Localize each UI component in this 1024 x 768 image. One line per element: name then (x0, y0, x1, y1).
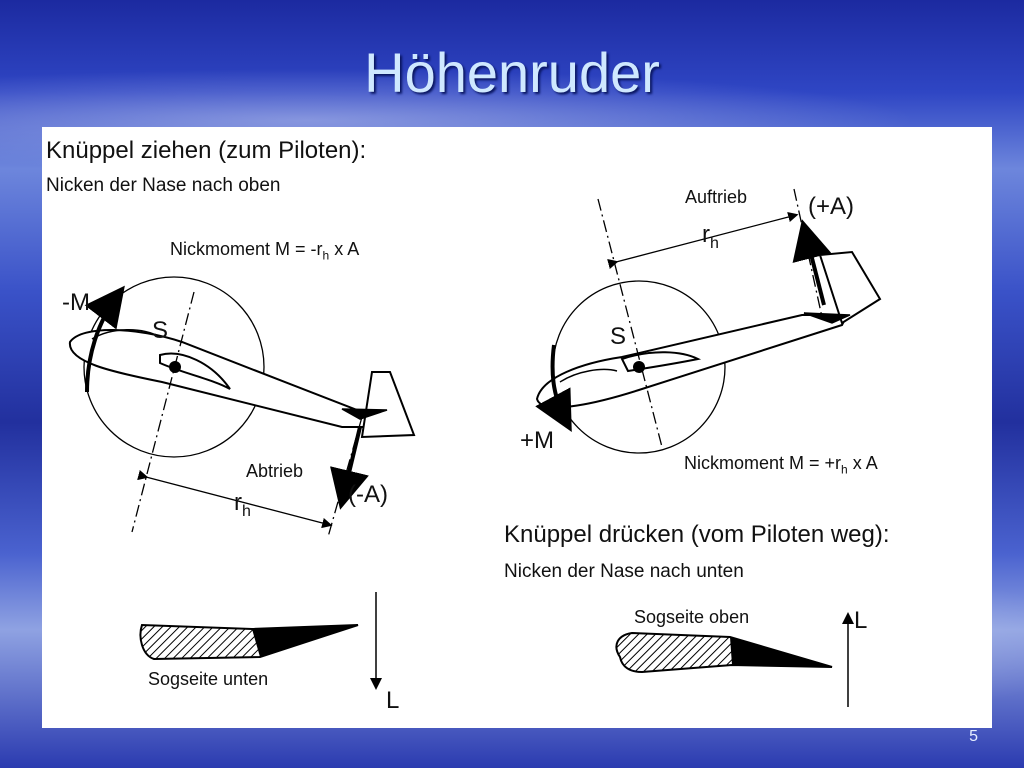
diagram-panel: Knüppel ziehen (zum Piloten): Nicken der… (42, 127, 992, 728)
left-force-arrow (330, 426, 369, 510)
right-moment-arrow (535, 344, 572, 433)
left-heading: Knüppel ziehen (zum Piloten): (46, 137, 367, 164)
right-moment-formula: Nickmoment M = +rh x A (684, 453, 878, 477)
left-moment-arrow (84, 285, 125, 393)
left-moment-formula: Nickmoment M = -rh x A (170, 239, 360, 263)
right-airfoil-label: Sogseite oben (634, 607, 750, 627)
right-heading: Knüppel drücken (vom Piloten weg): (504, 521, 890, 548)
right-tail-fin (818, 250, 882, 325)
left-subheading: Nicken der Nase nach oben (46, 175, 281, 196)
left-force-label: (-A) (348, 481, 388, 508)
left-airfoil (139, 592, 382, 690)
right-arm-line (607, 211, 799, 270)
left-force-name: Abtrieb (246, 461, 304, 481)
left-moment-label: -M (62, 289, 90, 316)
left-pitch-circle (83, 276, 265, 458)
left-cg-label: S (152, 317, 169, 344)
left-glider (68, 276, 416, 538)
right-arm-label: rh (702, 221, 719, 252)
right-force-arrow (792, 219, 832, 306)
left-arm-line (137, 469, 333, 529)
elevator-diagram (68, 188, 882, 707)
right-vertical-axis (597, 198, 663, 448)
left-airfoil-label: Sogseite unten (148, 669, 269, 689)
left-lift-label: L (386, 687, 400, 714)
right-elevator (803, 312, 851, 324)
right-glider (535, 188, 882, 454)
right-force-name: Auftrieb (685, 187, 748, 207)
slide-title: Höhenruder (364, 41, 660, 104)
right-subheading: Nicken der Nase nach unten (504, 561, 744, 582)
left-arm-label: rh (234, 489, 251, 520)
right-force-label: (+A) (808, 193, 855, 220)
right-moment-label: +M (520, 427, 555, 454)
right-cg-point (633, 361, 645, 373)
page-number: 5 (969, 728, 978, 745)
right-lift-label: L (854, 607, 868, 634)
right-cg-label: S (610, 323, 627, 350)
left-tail-fin (360, 371, 416, 439)
left-elevator (341, 408, 388, 420)
right-airfoil (615, 612, 854, 707)
